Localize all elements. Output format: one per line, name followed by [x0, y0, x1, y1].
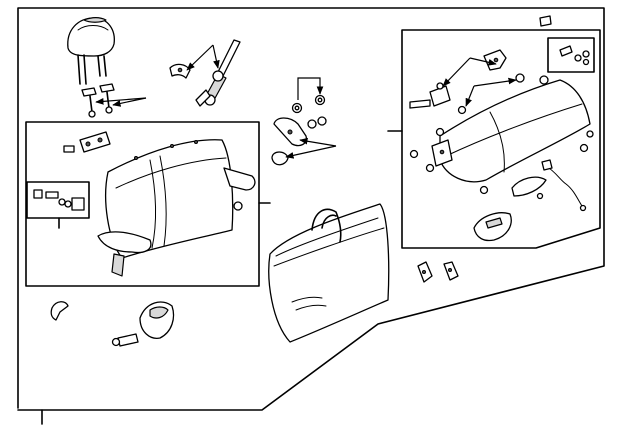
headrest-icon: [67, 17, 115, 85]
strut-icon: [195, 39, 241, 107]
cushion-leader-c: [465, 85, 475, 107]
harness-icon: [541, 159, 587, 212]
pin-icon: [81, 83, 115, 118]
cushion-subframe: [401, 29, 601, 249]
latch-plate-icon: [63, 131, 111, 153]
screw-icon: [539, 15, 590, 66]
lever-icon: [271, 117, 307, 166]
cushion-leader-d: [473, 77, 517, 87]
seat-back-subframe: [25, 121, 260, 287]
hook-icon: [50, 301, 69, 321]
seat-back-icon: [97, 139, 256, 277]
knob-icon: [111, 301, 175, 347]
seat-cushion-icon: [409, 75, 594, 195]
lever-leader-a: [299, 137, 337, 147]
washer-icon: [291, 94, 327, 129]
strut-leader-a: [186, 44, 214, 71]
latch-icon: [473, 176, 547, 242]
lever-leader-b: [285, 145, 337, 159]
washer-leader: [297, 77, 324, 100]
pin-leader-a: [95, 97, 147, 105]
pin-leader-b: [112, 97, 147, 107]
fastener-subframe: [547, 37, 595, 73]
cushion-leader-b: [469, 57, 497, 66]
outer-frame: [17, 7, 605, 411]
clip-icon: [417, 261, 459, 283]
bag-icon: [268, 203, 390, 343]
bracket-icon: [169, 63, 191, 79]
cushion-leader-a: [442, 57, 471, 87]
hardware-subframe: [26, 181, 90, 219]
bolt-icon: [33, 189, 85, 211]
strut-leader-b: [212, 44, 220, 69]
